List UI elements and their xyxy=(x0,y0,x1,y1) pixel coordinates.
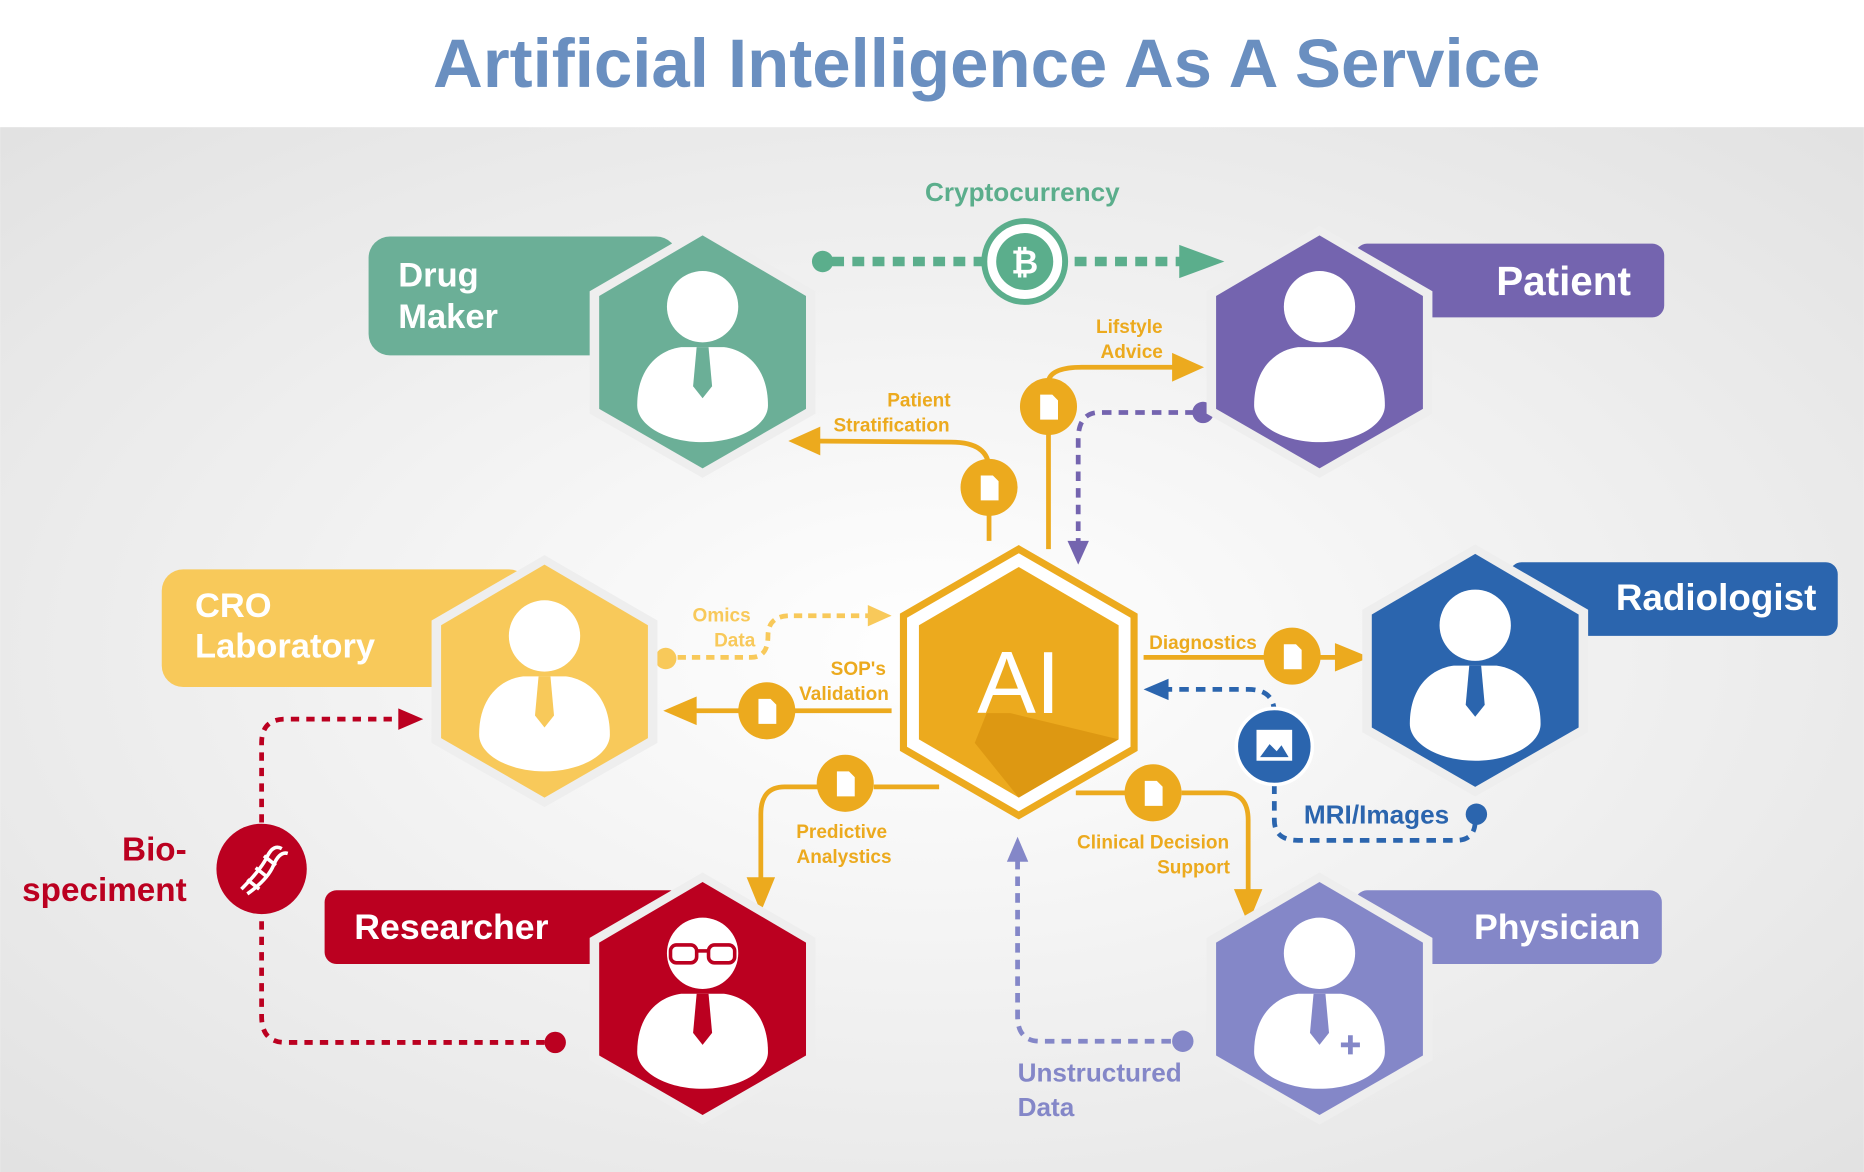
svg-text:Advice: Advice xyxy=(1101,342,1163,363)
svg-text:Radiologist: Radiologist xyxy=(1616,577,1817,618)
svg-text:Data: Data xyxy=(714,631,756,652)
svg-text:Patient: Patient xyxy=(887,391,951,412)
svg-text:Drug: Drug xyxy=(398,256,478,294)
document-icon xyxy=(1038,392,1061,422)
mri-images-flow: MRI/Images xyxy=(1143,678,1488,843)
ai-hub: AI xyxy=(899,545,1138,820)
biospeciment-flow: Bio- speciment xyxy=(22,708,566,1054)
svg-text:MRI/Images: MRI/Images xyxy=(1304,800,1449,830)
svg-text:Laboratory: Laboratory xyxy=(195,627,375,665)
svg-text:Support: Support xyxy=(1157,858,1230,879)
glasses-icon xyxy=(668,943,737,965)
svg-text:Clinical Decision: Clinical Decision xyxy=(1077,833,1229,854)
svg-text:Unstructured: Unstructured xyxy=(1018,1058,1182,1088)
actor-patient: Patient xyxy=(1206,225,1665,478)
diagnostics-flow: Diagnostics xyxy=(1143,627,1370,685)
clinical-decision-support-flow: Clinical Decision Support xyxy=(1075,764,1263,924)
document-icon xyxy=(756,697,779,727)
actor-cro-laboratory: CRO Laboratory xyxy=(161,555,658,808)
svg-text:₿: ₿ xyxy=(1011,244,1038,281)
patient-stratification-flow: Patient Stratification xyxy=(788,391,1018,541)
unstructured-data-flow: Unstructured Data xyxy=(1006,836,1194,1122)
cryptocurrency-label: Cryptocurrency xyxy=(925,177,1120,207)
svg-text:Bio-: Bio- xyxy=(122,832,187,869)
header-bar xyxy=(0,0,1864,128)
actor-radiologist: Radiologist xyxy=(1362,544,1838,797)
svg-text:Patient: Patient xyxy=(1496,258,1631,304)
predictive-analytics-flow: Predictive Analystics xyxy=(746,754,940,913)
actor-researcher: Researcher xyxy=(324,872,816,1125)
document-icon xyxy=(978,473,1001,503)
svg-text:Maker: Maker xyxy=(398,298,498,336)
lifestyle-advice-flow: Lifstyle Advice xyxy=(1019,317,1205,550)
svg-text:SOP's: SOP's xyxy=(831,659,886,680)
svg-text:CRO: CRO xyxy=(195,587,272,625)
document-icon xyxy=(1142,779,1165,809)
ai-label: AI xyxy=(977,633,1060,732)
svg-text:Data: Data xyxy=(1018,1092,1075,1122)
svg-text:Researcher: Researcher xyxy=(354,907,548,947)
svg-text:Omics: Omics xyxy=(693,606,751,627)
svg-text:Predictive: Predictive xyxy=(796,822,887,843)
svg-text:Validation: Validation xyxy=(799,684,889,705)
svg-text:speciment: speciment xyxy=(22,872,187,909)
svg-text:Stratification: Stratification xyxy=(834,415,950,436)
document-icon xyxy=(835,769,858,799)
medical-cross-icon xyxy=(1340,1035,1360,1055)
svg-text:Lifstyle: Lifstyle xyxy=(1096,317,1163,338)
omics-data-flow: Omics Data xyxy=(655,605,892,670)
page-title: Artificial Intelligence As A Service xyxy=(433,25,1540,102)
sop-validation-flow: SOP's Validation xyxy=(663,659,892,740)
svg-text:Analystics: Analystics xyxy=(797,847,892,868)
actor-physician: Physician xyxy=(1206,872,1662,1125)
svg-text:Physician: Physician xyxy=(1474,907,1640,947)
svg-text:Diagnostics: Diagnostics xyxy=(1149,633,1257,654)
actor-drug-maker: Drug Maker xyxy=(368,225,816,478)
cryptocurrency-flow: ₿ Cryptocurrency xyxy=(811,177,1225,305)
document-icon xyxy=(1281,642,1304,672)
